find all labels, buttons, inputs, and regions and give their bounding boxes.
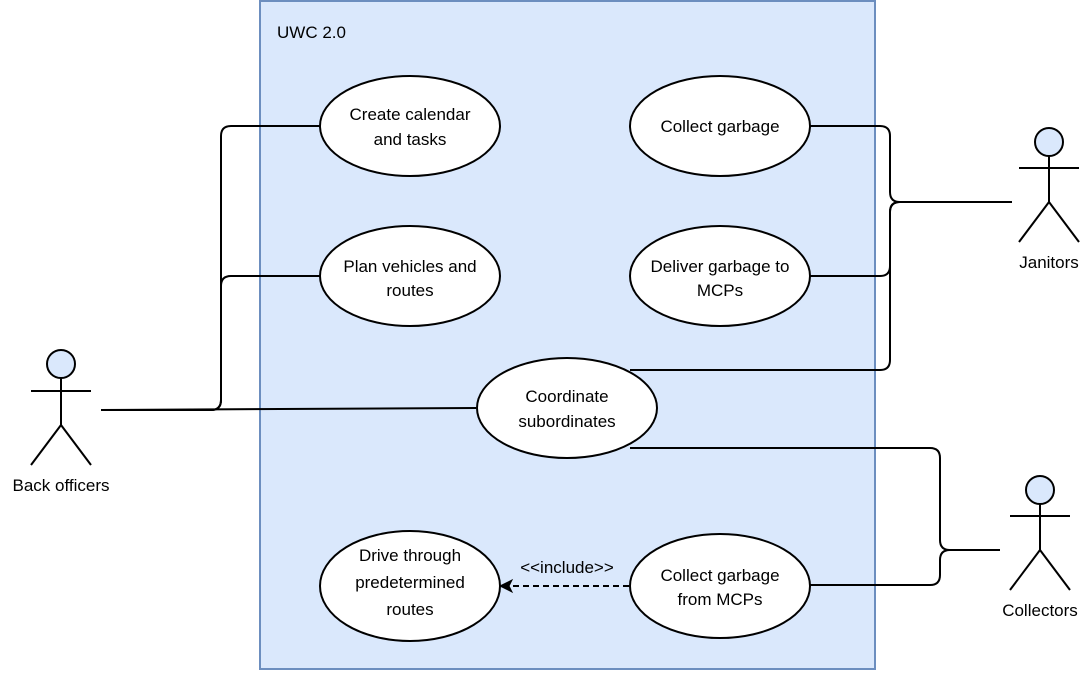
association-lines — [100, 125, 1012, 586]
actor-head-icon — [1025, 475, 1055, 505]
use-case-label: MCPs — [697, 281, 743, 300]
assoc-janitors-collect-garbage — [810, 125, 1012, 203]
actor-label-janitors: Janitors — [1019, 253, 1079, 272]
actor-back-officers[interactable] — [30, 349, 92, 466]
use-case-plan-vehicles[interactable]: Plan vehicles and routes — [319, 225, 501, 327]
use-case-collect-garbage[interactable]: Collect garbage — [629, 75, 811, 177]
use-case-label: Deliver garbage to — [651, 257, 790, 276]
actor-label-back-officers: Back officers — [12, 476, 109, 495]
use-case-label: Collect garbage — [660, 117, 779, 136]
actor-label-collectors: Collectors — [1002, 601, 1078, 620]
use-case-drive-routes[interactable]: Drive through predetermined routes — [319, 530, 501, 642]
assoc-collectors-collect-mcps — [782, 549, 951, 586]
use-case-label: from MCPs — [678, 590, 763, 609]
use-case-label: Collect garbage — [660, 566, 779, 585]
assoc-janitors-coordinate — [630, 201, 901, 371]
use-case-collect-from-mcps[interactable]: Collect garbage from MCPs — [629, 533, 811, 639]
assoc-collectors-coordinate — [630, 447, 1000, 551]
use-case-label: predetermined — [355, 573, 465, 592]
use-case-label: Plan vehicles and — [343, 257, 476, 276]
use-case-create-calendar[interactable]: Create calendar and tasks — [319, 75, 501, 177]
use-case-label: and tasks — [374, 130, 447, 149]
use-case-label: Drive through — [359, 546, 461, 565]
use-case-label: Create calendar — [350, 105, 471, 124]
system-title: UWC 2.0 — [277, 23, 346, 42]
include-label: <<include>> — [520, 558, 614, 577]
use-case-label: routes — [386, 281, 433, 300]
actor-head-icon — [46, 349, 76, 379]
actor-head-icon — [1034, 127, 1064, 157]
use-case-coordinate-subordinates[interactable]: Coordinate subordinates — [476, 357, 658, 459]
use-case-deliver-garbage[interactable]: Deliver garbage to MCPs — [629, 225, 811, 327]
actor-collectors[interactable] — [1009, 475, 1071, 591]
use-case-label: Coordinate — [525, 387, 608, 406]
assoc-backofficers-coordinate — [100, 407, 477, 411]
actor-janitors[interactable] — [1018, 127, 1080, 243]
include-arrowhead — [498, 578, 514, 594]
use-case-label: subordinates — [518, 412, 615, 431]
use-case-label: routes — [386, 600, 433, 619]
